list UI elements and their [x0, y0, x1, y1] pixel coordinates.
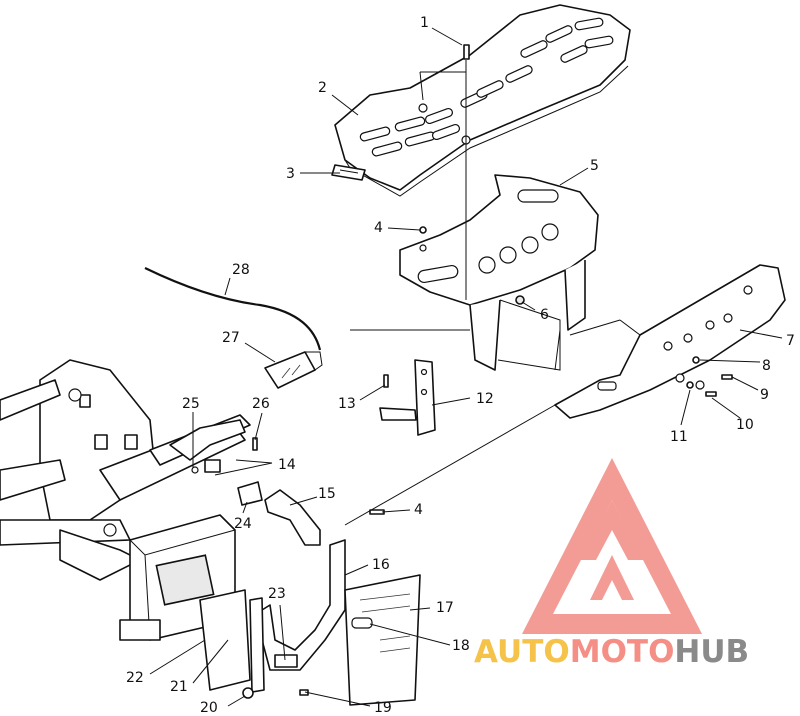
callout-19: 19	[374, 700, 392, 716]
callout-18: 18	[452, 638, 470, 654]
callout-leaders	[149, 27, 783, 707]
top-rack-plate	[334, 4, 631, 197]
callout-16: 16	[372, 557, 390, 573]
callout-5: 5	[590, 158, 599, 174]
watermark-moto: MOTO	[569, 634, 675, 670]
callout-4a: 4	[374, 220, 383, 236]
tail-light	[264, 351, 323, 389]
callout-12: 12	[476, 391, 494, 407]
callout-13: 13	[338, 396, 356, 412]
mud-flap	[344, 574, 421, 706]
alignment-lines	[344, 60, 641, 526]
connector-24	[237, 481, 263, 506]
callout-1: 1	[420, 15, 429, 31]
callout-10: 10	[736, 417, 754, 433]
callout-27: 27	[222, 330, 240, 346]
watermark-text: AUTOMOTOHUB	[474, 634, 749, 670]
callout-4b: 4	[414, 502, 423, 518]
watermark-auto: AUTO	[474, 634, 570, 670]
callout-22: 22	[126, 670, 144, 686]
callout-6: 6	[540, 307, 549, 323]
callout-21: 21	[170, 679, 188, 695]
callout-26: 26	[252, 396, 270, 412]
callout-23: 23	[268, 586, 286, 602]
rear-bumper	[554, 264, 786, 419]
callout-15: 15	[318, 486, 336, 502]
callout-8: 8	[762, 358, 771, 374]
callout-25: 25	[182, 396, 200, 412]
vertical-bracket	[379, 359, 436, 436]
callout-3: 3	[286, 166, 295, 182]
wire-harness	[144, 267, 322, 351]
callout-11: 11	[670, 429, 688, 445]
hardware	[242, 44, 733, 699]
callout-9: 9	[760, 387, 769, 403]
callout-20: 20	[200, 700, 218, 716]
callout-17: 17	[436, 600, 454, 616]
callout-labels: 1 2 3 4 4 5 6 7 8 9 10 11 12 13 14 15 16…	[126, 15, 795, 716]
watermark-hub: HUB	[674, 634, 750, 670]
rack-support-frame	[399, 174, 599, 371]
small-flap	[199, 589, 251, 691]
small-bracket	[331, 164, 366, 181]
callout-28: 28	[232, 262, 250, 278]
watermark-logo	[522, 458, 702, 634]
callout-7: 7	[786, 333, 795, 349]
callout-2: 2	[318, 80, 327, 96]
mount-bracket	[169, 419, 246, 474]
callout-14: 14	[278, 457, 296, 473]
curved-bracket	[264, 489, 321, 546]
tall-loop-bracket	[249, 539, 346, 693]
callout-24: 24	[234, 516, 252, 532]
